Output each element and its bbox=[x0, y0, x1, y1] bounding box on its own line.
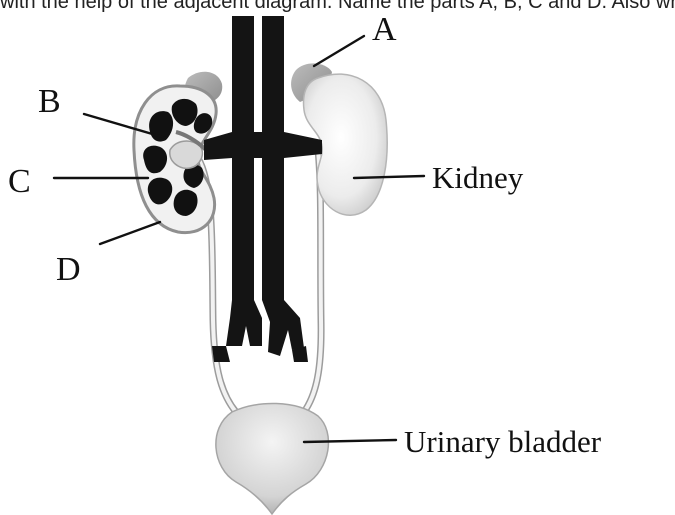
aorta bbox=[262, 16, 304, 356]
label-urinary-bladder: Urinary bladder bbox=[404, 424, 602, 459]
vena-cava bbox=[226, 16, 262, 346]
left-kidney-section bbox=[134, 86, 216, 233]
label-d-leader bbox=[100, 222, 160, 244]
label-b: B bbox=[38, 83, 61, 120]
urinary-bladder bbox=[216, 403, 329, 514]
label-kidney: Kidney bbox=[432, 160, 524, 195]
renal-vessels bbox=[204, 132, 322, 160]
label-a: A bbox=[372, 11, 397, 48]
renal-pelvis-c bbox=[170, 141, 203, 168]
label-c: C bbox=[8, 163, 31, 200]
label-d: D bbox=[56, 251, 81, 288]
ureters bbox=[198, 150, 321, 412]
label-a-leader bbox=[314, 36, 364, 66]
